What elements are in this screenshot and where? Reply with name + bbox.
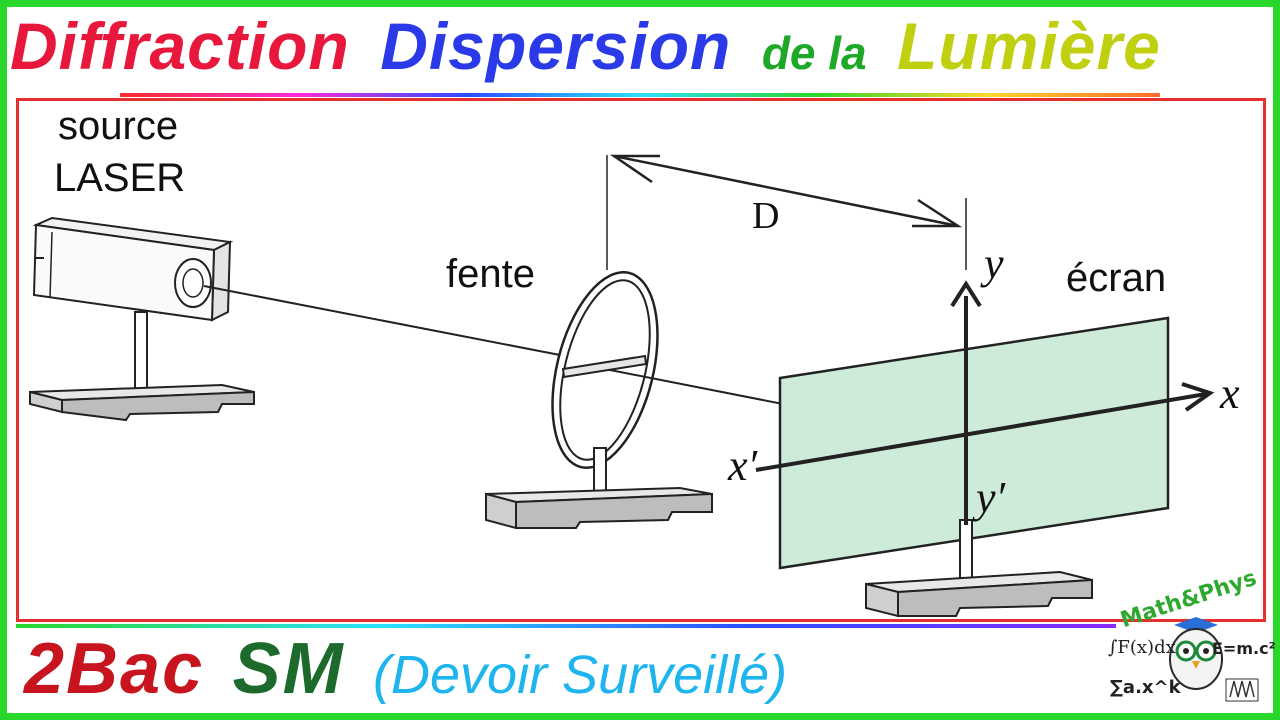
diagram-frame bbox=[16, 98, 1266, 622]
y-prime-label: y′ bbox=[976, 473, 1006, 522]
title-word-1: Diffraction bbox=[10, 9, 350, 83]
distance-label: D bbox=[752, 195, 780, 237]
math-phys-logo: Math&Phys ∫F(x)dx E=m.c² ∑a.x^k bbox=[1100, 566, 1276, 715]
page-title: Diffraction Dispersion de la Lumière bbox=[10, 8, 1270, 92]
logo-formula-integral: ∫F(x)dx bbox=[1108, 637, 1176, 658]
screen-axes bbox=[755, 280, 1215, 525]
footer-title: 2Bac SM (Devoir Surveillé) bbox=[24, 628, 787, 716]
title-word-4: Lumière bbox=[897, 9, 1161, 83]
track-label: SM bbox=[232, 629, 345, 709]
y-axis-label: y bbox=[984, 239, 1004, 288]
slit-label: fente bbox=[446, 252, 535, 296]
screen bbox=[778, 316, 1170, 618]
laser-source bbox=[29, 216, 255, 422]
title-underline bbox=[120, 93, 1160, 97]
x-axis-label: x bbox=[1220, 369, 1240, 418]
exam-type-label: (Devoir Surveillé) bbox=[373, 645, 788, 705]
source-label-line2: LASER bbox=[54, 156, 186, 200]
screen-label: écran bbox=[1066, 256, 1167, 300]
level-label: 2Bac bbox=[24, 629, 205, 709]
x-prime-label: x′ bbox=[728, 441, 758, 490]
owl-mascot-icon bbox=[1169, 617, 1259, 702]
logo-formula-sum: ∑a.x^k bbox=[1110, 677, 1181, 698]
title-word-3: de la bbox=[761, 27, 867, 79]
slit-holder bbox=[485, 155, 713, 530]
title-word-2: Dispersion bbox=[380, 9, 732, 83]
footer-divider bbox=[16, 624, 1116, 628]
logo-formula-energy: E=m.c² bbox=[1212, 639, 1276, 658]
distance-arrow bbox=[609, 154, 967, 270]
source-label-line1: source bbox=[58, 104, 179, 148]
laser-beam-in bbox=[203, 285, 561, 356]
